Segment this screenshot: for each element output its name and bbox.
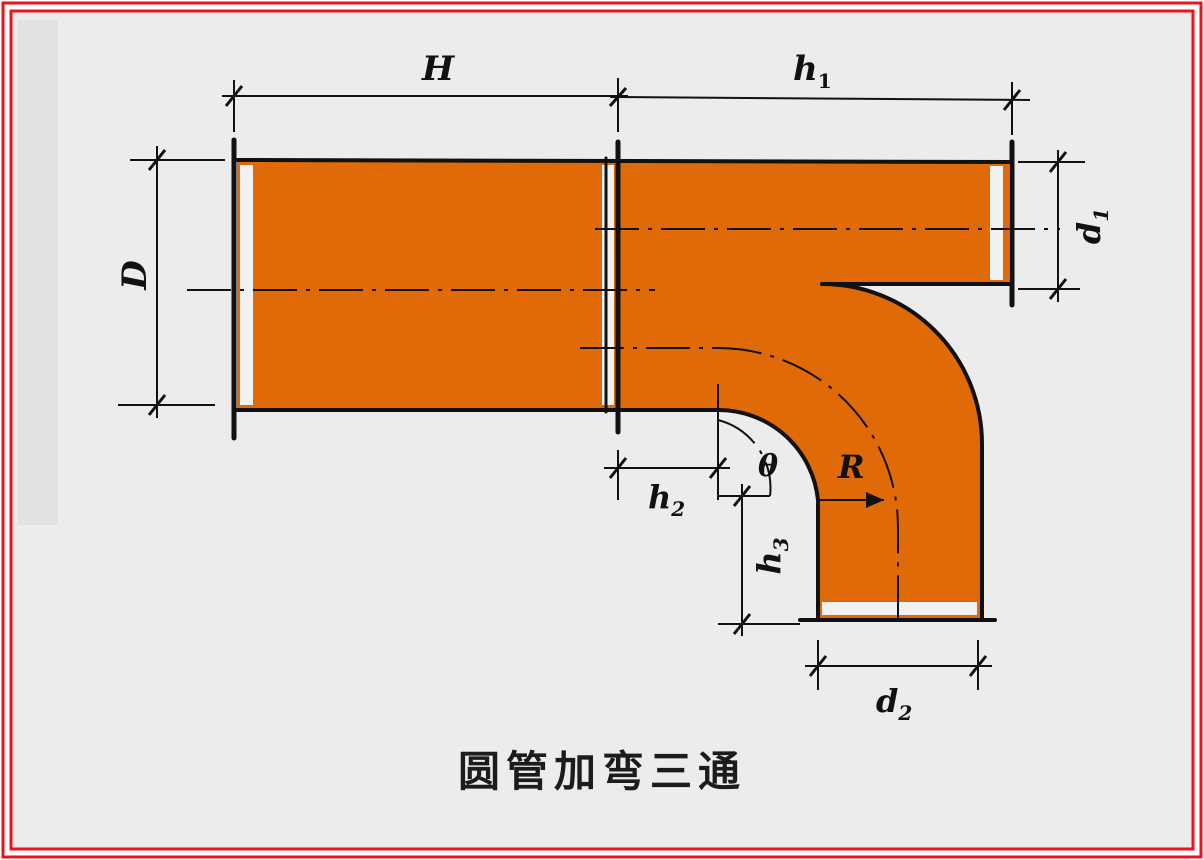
straight-branch-d1 — [617, 162, 1009, 284]
label-d1: d1 — [1070, 208, 1113, 244]
label-h1: h1 — [793, 49, 832, 93]
left-shade-strip — [18, 20, 58, 525]
main-straight-pipe — [237, 160, 617, 410]
pipe-outline — [231, 137, 1015, 622]
label-h2: h2 — [648, 478, 685, 521]
inner-red-border — [9, 9, 1195, 851]
label-d2: d2 — [876, 682, 912, 725]
figure-caption: 圆管加弯三通 — [457, 747, 746, 796]
pipe-body — [237, 160, 1009, 618]
label-H: H — [421, 49, 456, 89]
label-R: R — [837, 448, 865, 486]
label-theta: θ — [758, 449, 778, 484]
label-D: D — [115, 260, 155, 291]
dimension-ticks — [147, 85, 1068, 677]
center-lines — [187, 228, 1060, 618]
label-h3: h3 — [750, 537, 793, 574]
